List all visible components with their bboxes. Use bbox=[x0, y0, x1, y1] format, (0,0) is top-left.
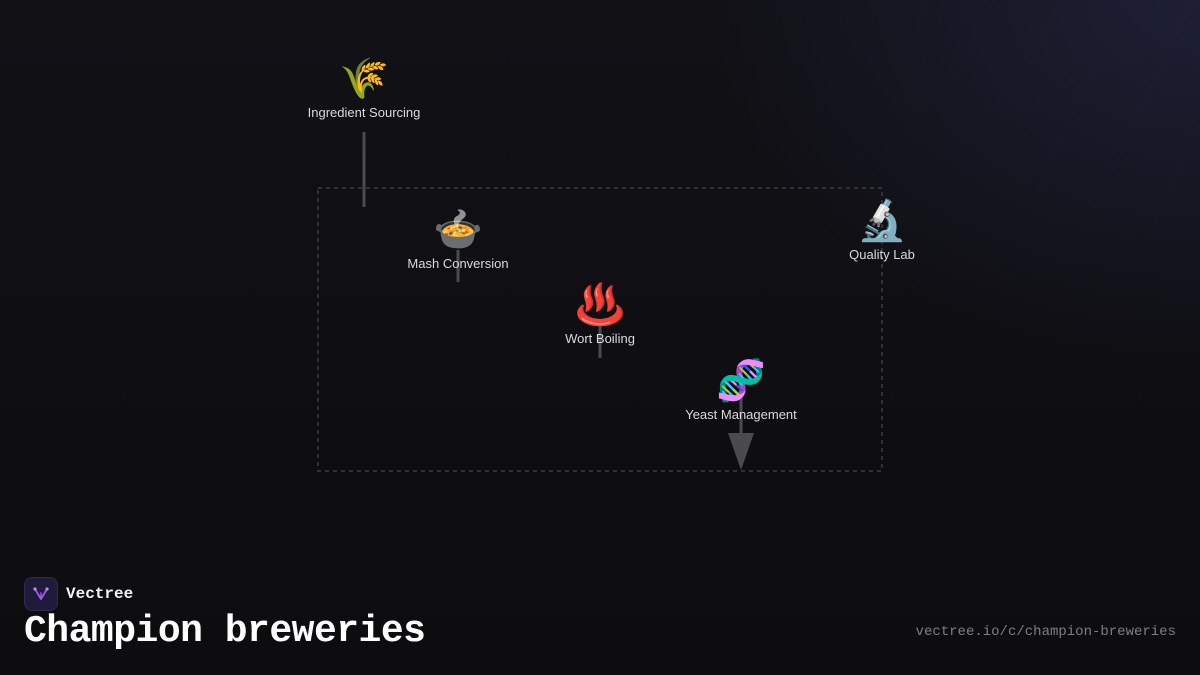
node-label: Quality Lab bbox=[849, 247, 915, 262]
arrowhead bbox=[728, 433, 754, 470]
pot-of-food-icon: 🍲 bbox=[433, 207, 483, 253]
brand[interactable]: Vectree bbox=[24, 577, 133, 611]
hot-springs-icon: ♨️ bbox=[575, 282, 625, 328]
page-title: Champion breweries bbox=[24, 610, 426, 653]
node-label: Wort Boiling bbox=[565, 331, 635, 346]
group-boundary bbox=[317, 187, 883, 472]
node-label: Ingredient Sourcing bbox=[307, 105, 421, 120]
microscope-icon: 🔬 bbox=[857, 198, 907, 244]
node-quality-lab[interactable]: 🔬 Quality Lab bbox=[849, 198, 915, 262]
node-label: Mash Conversion bbox=[407, 256, 509, 271]
node-wort-boiling[interactable]: ♨️ Wort Boiling bbox=[565, 282, 635, 346]
node-ingredient-sourcing[interactable]: 🌾 Ingredient Sourcing bbox=[308, 56, 421, 120]
vectree-logo-icon bbox=[24, 577, 58, 611]
node-yeast-management[interactable]: 🧬 Yeast Management bbox=[685, 358, 797, 422]
page-url[interactable]: vectree.io/c/champion-breweries bbox=[915, 624, 1176, 640]
node-label: Yeast Management bbox=[685, 407, 797, 422]
node-mash-conversion[interactable]: 🍲 Mash Conversion bbox=[407, 207, 508, 271]
wheat-icon: 🌾 bbox=[339, 56, 389, 102]
dna-icon: 🧬 bbox=[716, 358, 766, 404]
brand-name: Vectree bbox=[66, 585, 134, 603]
